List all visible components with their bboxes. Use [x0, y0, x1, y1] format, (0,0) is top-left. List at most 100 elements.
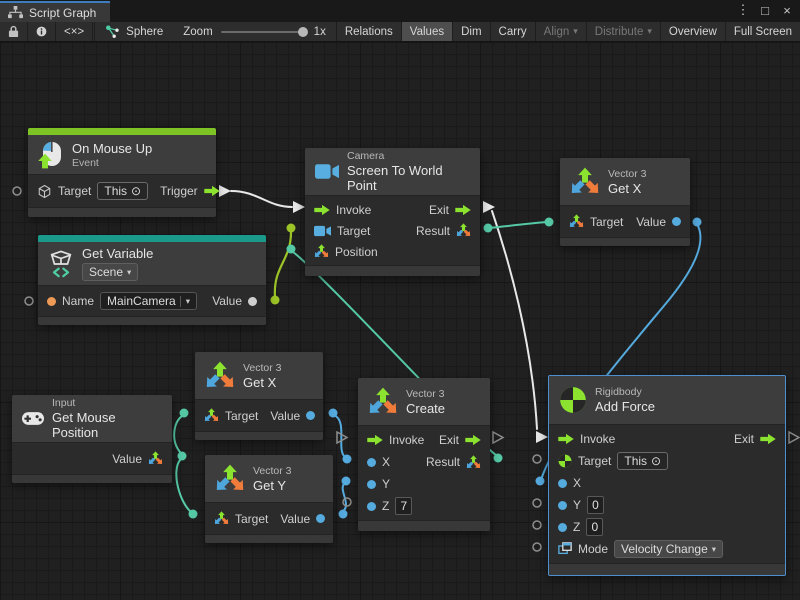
zoom-slider-handle[interactable]	[297, 26, 308, 37]
variable-name-dropdown[interactable]: MainCamera ▾	[100, 292, 197, 310]
inspect-button[interactable]	[28, 22, 56, 41]
graph-context-label: Sphere	[126, 25, 164, 38]
node-title: Add Force	[595, 399, 655, 414]
event-color-bar	[28, 128, 216, 135]
float-port-icon[interactable]	[558, 522, 567, 532]
value-label: Value	[280, 511, 311, 526]
tab-script-graph[interactable]: Script Graph	[0, 1, 111, 22]
target-label: Target	[225, 408, 259, 423]
zoom-control: Zoom 1x	[173, 22, 337, 41]
x-label: X	[382, 455, 391, 469]
y-value-input[interactable]: 0	[587, 496, 605, 514]
z-value-input[interactable]: 0	[586, 518, 604, 536]
zoom-slider[interactable]	[220, 26, 308, 37]
variable-scope-dropdown[interactable]: Scene ▾	[82, 263, 139, 281]
node-category: Input	[52, 397, 76, 409]
target-label: Target	[578, 454, 612, 468]
node-get-variable[interactable]: Get Variable Scene ▾ Name MainCamera ▾ V…	[38, 235, 266, 325]
rigidbody-icon	[559, 386, 587, 414]
node-title: Get X	[243, 374, 277, 390]
float-port-icon[interactable]	[306, 411, 316, 420]
vector3-port-icon[interactable]	[204, 408, 219, 423]
vector3-port-icon[interactable]	[456, 223, 471, 238]
target-label: Target	[590, 214, 624, 229]
carry-button[interactable]: Carry	[491, 22, 536, 41]
node-vector3-get-x-top[interactable]: Vector 3 Get X Target Value	[560, 158, 690, 246]
maximize-button[interactable]: □	[761, 2, 769, 18]
float-port-icon[interactable]	[672, 217, 681, 226]
align-dropdown[interactable]: Align▾	[536, 22, 587, 41]
value-label: Value	[270, 408, 301, 423]
graph-toolbar: <×> Sphere Zoom 1x Relations Values Dim …	[0, 22, 800, 42]
z-value-input[interactable]: 7	[395, 497, 413, 515]
toolbar-gap	[93, 22, 96, 41]
distribute-dropdown[interactable]: Distribute▾	[587, 22, 661, 41]
string-port-icon[interactable]	[47, 296, 56, 306]
node-screen-to-world-point[interactable]: Camera Screen To World Point Invoke Exit…	[305, 148, 480, 276]
rigidbody-port-icon[interactable]	[558, 454, 572, 468]
target-this-pill[interactable]: This ⊙	[617, 452, 669, 470]
relations-button[interactable]: Relations	[337, 22, 402, 41]
chevron-down-icon: ▾	[179, 295, 190, 307]
z-label: Z	[382, 499, 390, 513]
name-label: Name	[62, 294, 95, 308]
window-menu-button[interactable]: ⋮	[736, 2, 750, 17]
node-on-mouse-up[interactable]: On Mouse Up Event Target This ⊙ Trigger	[28, 128, 216, 217]
node-title: Screen To World Point	[347, 163, 443, 193]
flow-arrow-icon[interactable]	[204, 185, 220, 197]
y-label: Y	[382, 477, 391, 491]
target-label: Target	[58, 184, 92, 198]
node-rigidbody-add-force[interactable]: Rigidbody Add Force Invoke Exit Target T…	[548, 375, 786, 576]
graph-context[interactable]: Sphere	[95, 22, 173, 41]
node-category: Vector 3	[243, 361, 282, 374]
flow-arrow-icon[interactable]	[314, 204, 330, 216]
node-category: Camera	[347, 150, 385, 162]
value-label: Value	[636, 214, 666, 229]
y-label: Y	[573, 498, 582, 512]
values-button[interactable]: Values	[401, 22, 454, 41]
target-this-pill[interactable]: This ⊙	[97, 182, 149, 200]
tab-bar: Script Graph ⋮ □ ×	[0, 0, 800, 22]
mode-label: Mode	[578, 542, 609, 556]
float-port-icon[interactable]	[558, 500, 567, 510]
close-button[interactable]: ×	[783, 2, 791, 18]
overview-button[interactable]: Overview	[661, 22, 726, 41]
flow-arrow-icon[interactable]	[465, 434, 481, 446]
vector3-port-icon[interactable]	[148, 451, 163, 466]
float-port-icon[interactable]	[558, 478, 567, 488]
code-view-toggle[interactable]: <×>	[56, 22, 94, 41]
node-vector3-get-y[interactable]: Vector 3 Get Y Target Value	[205, 455, 333, 543]
node-get-mouse-position[interactable]: Input Get Mouse Position Value	[12, 395, 172, 483]
camera-port-icon[interactable]	[314, 225, 331, 237]
object-port-icon[interactable]	[248, 296, 257, 306]
vector3-port-icon[interactable]	[466, 455, 481, 470]
flow-arrow-icon[interactable]	[760, 433, 776, 445]
node-vector3-get-x-mid[interactable]: Vector 3 Get X Target Value	[195, 352, 323, 440]
flow-arrow-icon[interactable]	[367, 434, 383, 446]
vector3-port-icon[interactable]	[569, 214, 584, 229]
enum-port-icon[interactable]	[558, 542, 572, 556]
node-title: Create	[406, 400, 446, 416]
x-label: X	[573, 476, 582, 490]
float-port-icon[interactable]	[367, 457, 376, 467]
graph-network-icon	[105, 24, 120, 39]
node-vector3-create[interactable]: Vector 3 Create Invoke Exit X Result	[358, 378, 490, 531]
node-title: Get Mouse Position	[52, 410, 116, 440]
vector3-port-icon[interactable]	[314, 244, 329, 259]
dim-button[interactable]: Dim	[453, 22, 491, 41]
float-port-icon[interactable]	[367, 479, 376, 489]
flow-arrow-icon[interactable]	[558, 433, 574, 445]
variable-icon	[48, 250, 74, 278]
mouse-up-icon	[38, 141, 64, 169]
full-screen-button[interactable]: Full Screen	[733, 25, 792, 38]
float-port-icon[interactable]	[367, 501, 376, 511]
lock-button[interactable]	[0, 22, 28, 41]
exit-label: Exit	[733, 432, 754, 446]
vector3-icon	[570, 167, 600, 197]
mode-dropdown[interactable]: Velocity Change ▾	[614, 540, 724, 558]
result-label: Result	[415, 223, 450, 238]
float-port-icon[interactable]	[316, 514, 326, 523]
invoke-label: Invoke	[336, 202, 372, 217]
flow-arrow-icon[interactable]	[455, 204, 471, 216]
vector3-port-icon[interactable]	[214, 511, 229, 526]
